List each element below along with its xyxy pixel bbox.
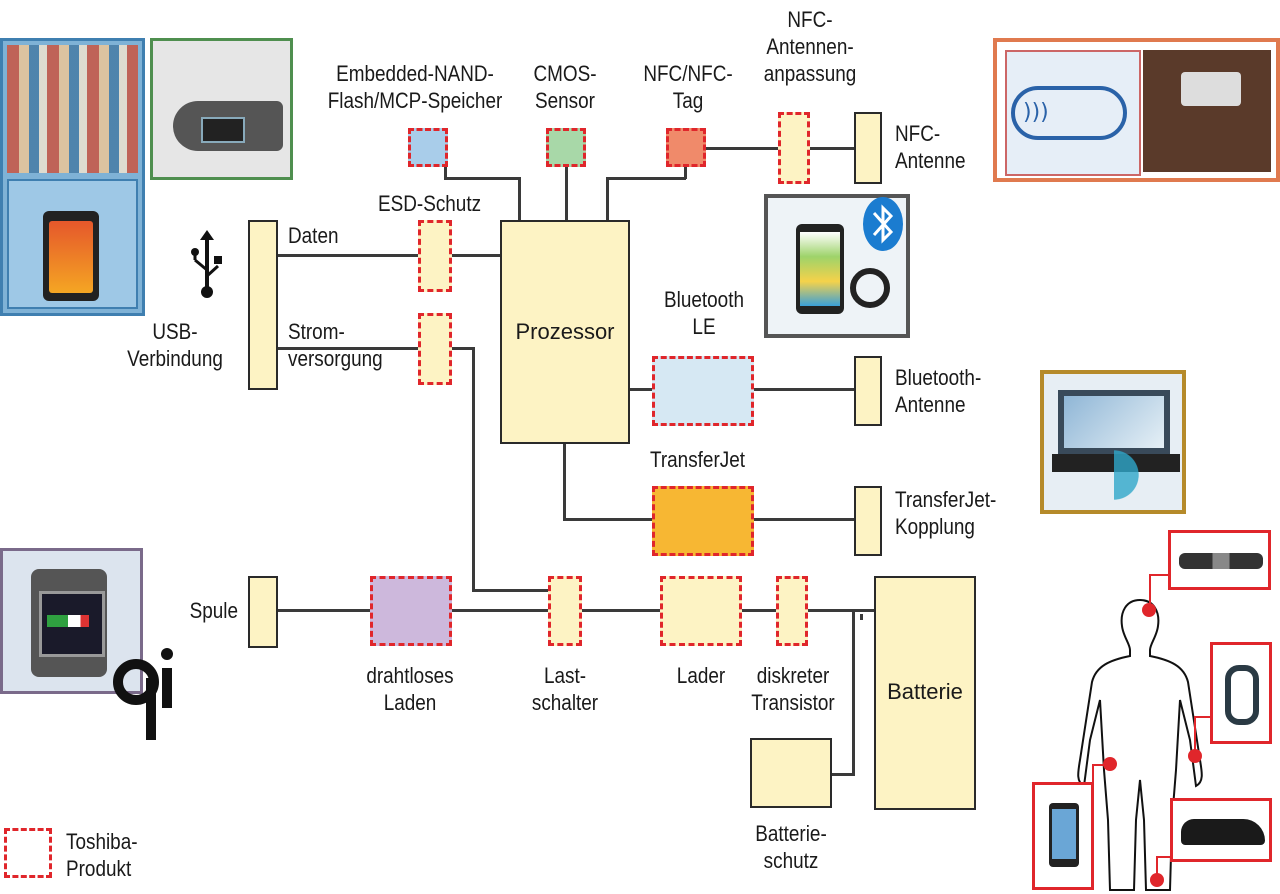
battery-protection-label: Batterie-schutz bbox=[755, 821, 827, 873]
nand-flash-block bbox=[408, 128, 448, 167]
bt-antenna-label: Bluetooth-Antenne bbox=[895, 365, 982, 417]
strom-label: Strom-versorgung bbox=[288, 319, 383, 371]
qi-icon bbox=[113, 648, 173, 740]
nfc-payment-image: ))) bbox=[993, 38, 1280, 182]
nfc-antenna-label: NFC-Antenne bbox=[895, 121, 966, 173]
processor-block: Prozessor bbox=[500, 220, 630, 444]
usb-connector-block bbox=[248, 220, 278, 390]
transferjet-label: TransferJet bbox=[650, 447, 745, 472]
processor-label: Prozessor bbox=[515, 319, 615, 344]
spule-label: Spule bbox=[189, 598, 238, 623]
wireless-charging-block bbox=[370, 576, 452, 646]
load-switch-block bbox=[548, 576, 582, 646]
nfc-antenna-block bbox=[854, 112, 882, 184]
esd-daten-block bbox=[418, 220, 452, 292]
cmos-sensor-block bbox=[546, 128, 586, 167]
daten-label: Daten bbox=[288, 223, 339, 248]
smartwatch-image bbox=[0, 548, 143, 694]
esd-strom-block bbox=[418, 313, 452, 385]
usb-label: USB-Verbindung bbox=[127, 319, 223, 371]
transferjet-block bbox=[652, 486, 754, 556]
foot-sensor-dot bbox=[1150, 873, 1164, 887]
hip-sensor-dot bbox=[1103, 757, 1117, 771]
wrist-sensor-dot bbox=[1188, 749, 1202, 763]
charger-label: Lader bbox=[676, 663, 726, 688]
head-sensor-dot bbox=[1142, 603, 1156, 617]
nfc-matching-block bbox=[778, 112, 810, 184]
smart-glasses-image bbox=[1168, 530, 1271, 590]
bt-antenna-block bbox=[854, 356, 882, 426]
battery-label: Batterie bbox=[887, 679, 963, 704]
smartphone-image bbox=[1032, 782, 1094, 890]
smart-shoe-image bbox=[1170, 798, 1272, 862]
spule-block bbox=[248, 576, 278, 648]
charger-block bbox=[660, 576, 742, 646]
transferjet-image bbox=[1040, 370, 1186, 514]
legend-label: Toshiba-Produkt bbox=[66, 829, 138, 881]
cmos-label: CMOS-Sensor bbox=[533, 61, 597, 113]
usb-icon bbox=[191, 230, 222, 298]
photo-collage-image bbox=[0, 38, 145, 316]
tj-coupling-label: TransferJet-Kopplung bbox=[895, 487, 997, 539]
fitness-band-image bbox=[1210, 642, 1272, 744]
ble-block bbox=[652, 356, 754, 426]
battery-block: Batterie bbox=[874, 576, 976, 810]
nfc-tag-label: NFC/NFC-Tag bbox=[643, 61, 733, 113]
smartwatch-shoe-image bbox=[150, 38, 293, 180]
nfc-tag-block bbox=[666, 128, 706, 167]
discrete-transistor-block bbox=[776, 576, 808, 646]
esd-label: ESD-Schutz bbox=[378, 191, 482, 216]
battery-protection-block bbox=[750, 738, 832, 808]
nand-label: Embedded-NAND-Flash/MCP-Speicher bbox=[327, 61, 503, 113]
load-switch-label: Last-schalter bbox=[531, 663, 599, 715]
tj-coupling-block bbox=[854, 486, 882, 556]
legend-swatch bbox=[4, 828, 52, 878]
nfc-matching-label: NFC-Antennen-anpassung bbox=[763, 7, 857, 86]
bluetooth-icon bbox=[863, 197, 903, 251]
